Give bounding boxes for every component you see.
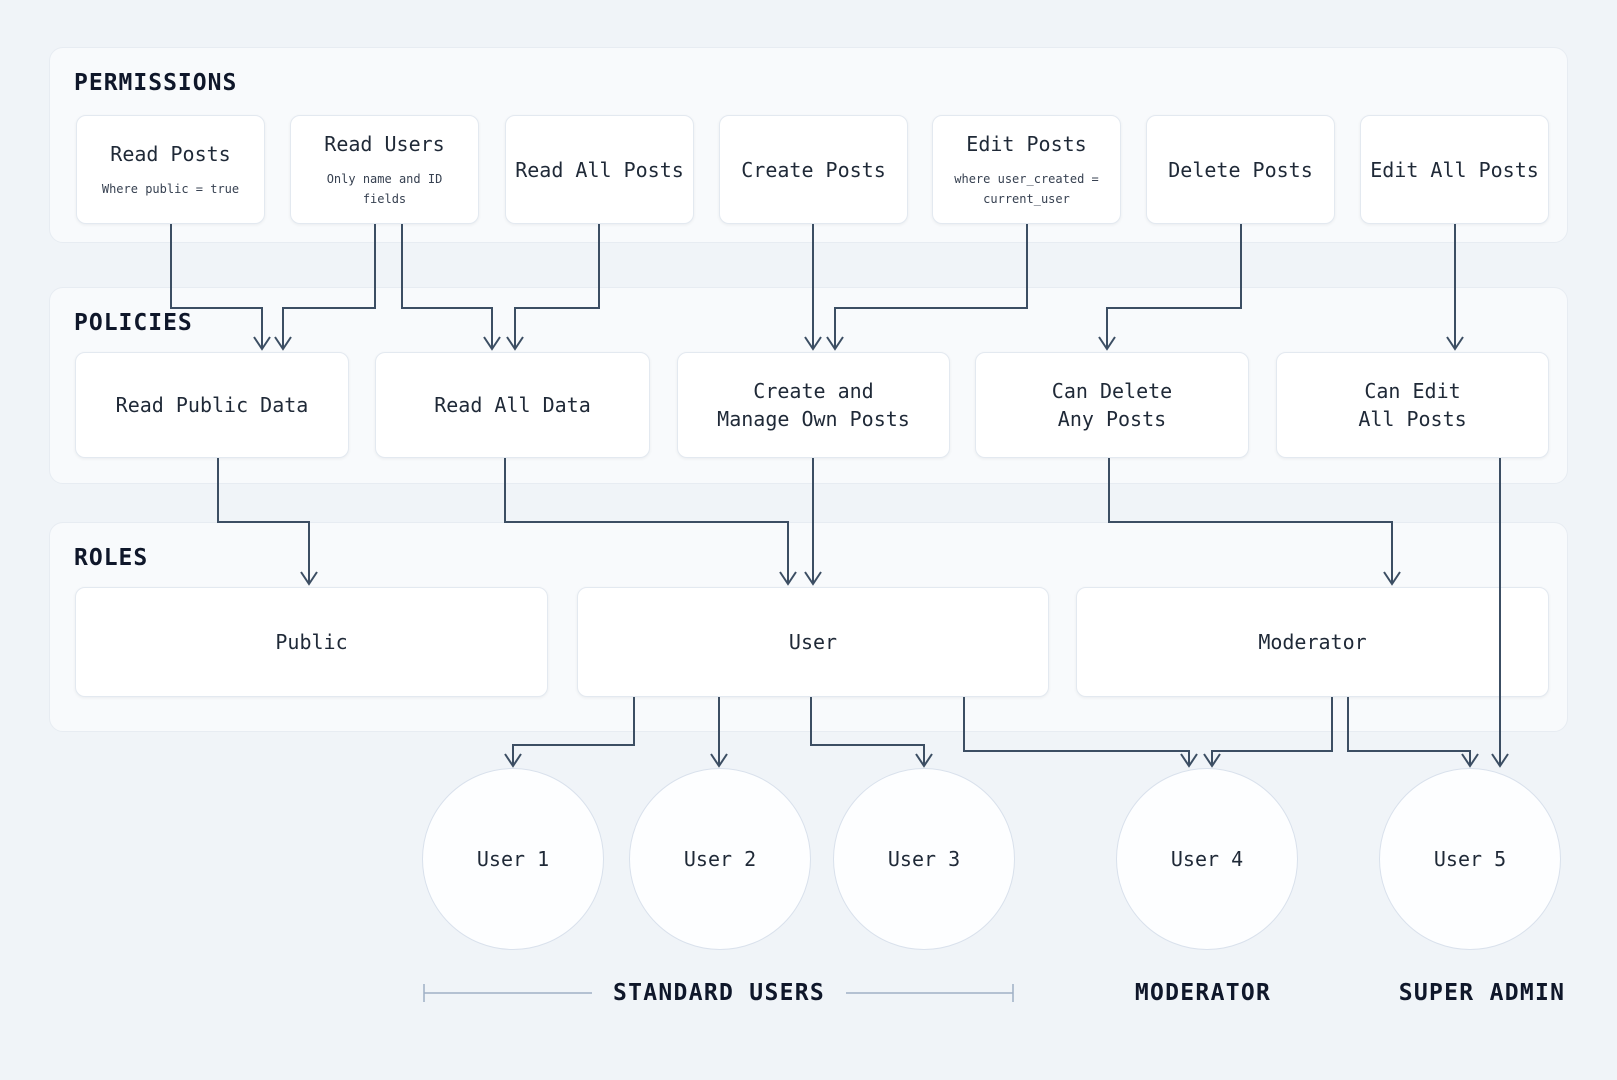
- group-label-moderator: MODERATOR: [1134, 980, 1272, 1006]
- node-edit-posts: Edit Posts where user_created = current_u…: [932, 115, 1121, 224]
- node-user: User: [577, 587, 1049, 697]
- node-label-read-users: Read Users: [324, 132, 445, 157]
- node-label-public: Public: [275, 630, 348, 654]
- connector-user-to-user-1-arrowhead-icon: [504, 753, 522, 768]
- connector-user-to-user-3-arrowhead-icon: [915, 753, 933, 768]
- group-label-standard-users: STANDARD USERS: [612, 980, 826, 1006]
- user-node-label-user-3: User 3: [887, 847, 961, 871]
- node-sublabel-read-posts: Where public = true: [101, 181, 240, 196]
- node-label-delete-posts: Delete Posts: [1168, 157, 1313, 182]
- node-moderator: Moderator: [1076, 587, 1549, 697]
- connector-can-edit-all-posts-to-user-5-arrowhead-icon: [1491, 753, 1509, 768]
- user-node-user-3: User 3: [833, 768, 1015, 950]
- node-delete-posts: Delete Posts: [1146, 115, 1335, 224]
- node-read-all-posts: Read All Posts: [505, 115, 694, 224]
- node-label-edit-all-posts: Edit All Posts: [1370, 157, 1539, 182]
- node-read-public-data: Read Public Data: [75, 352, 349, 458]
- node-label-read-public-data: Read Public Data: [115, 393, 309, 417]
- connector-user-to-user-2-arrowhead-icon: [710, 753, 728, 768]
- user-node-user-5: User 5: [1379, 768, 1561, 950]
- node-label-edit-posts: Edit Posts: [966, 132, 1087, 157]
- node-label-create-posts: Create Posts: [741, 157, 886, 182]
- user-node-user-4: User 4: [1116, 768, 1298, 950]
- group-label-super-admin: SUPER ADMIN: [1398, 980, 1566, 1006]
- node-label-moderator: Moderator: [1258, 630, 1367, 654]
- section-title-roles: ROLES: [74, 545, 149, 571]
- node-create-posts: Create Posts: [719, 115, 908, 224]
- user-node-user-2: User 2: [629, 768, 811, 950]
- section-title-policies: POLICIES: [74, 310, 193, 336]
- node-read-all-data: Read All Data: [375, 352, 650, 458]
- connector-user-to-user-4-arrowhead-icon: [1180, 753, 1198, 768]
- user-node-label-user-5: User 5: [1433, 847, 1507, 871]
- node-sublabel-edit-posts: where user_created = current_user: [954, 172, 1099, 206]
- node-label-read-all-posts: Read All Posts: [515, 157, 684, 182]
- node-edit-all-posts: Edit All Posts: [1360, 115, 1549, 224]
- node-label-read-all-data: Read All Data: [434, 393, 591, 417]
- user-node-label-user-2: User 2: [683, 847, 757, 871]
- node-label-user: User: [788, 630, 838, 654]
- user-node-label-user-4: User 4: [1170, 847, 1244, 871]
- node-sublabel-read-users: Only name and ID fields: [326, 172, 443, 206]
- node-public: Public: [75, 587, 548, 697]
- section-title-permissions: PERMISSIONS: [74, 70, 238, 96]
- user-node-user-1: User 1: [422, 768, 604, 950]
- node-label-read-posts: Read Posts: [110, 141, 231, 166]
- connector-moderator-to-user-5-arrowhead-icon: [1461, 753, 1479, 768]
- user-node-label-user-1: User 1: [476, 847, 550, 871]
- connector-moderator-to-user-4-arrowhead-icon: [1203, 753, 1221, 768]
